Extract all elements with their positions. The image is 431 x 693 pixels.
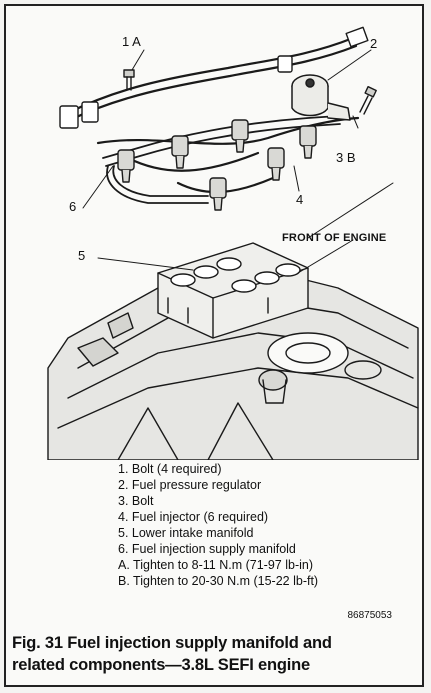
callout-6: 6 — [69, 199, 77, 214]
legend-item: B. Tighten to 20-30 N.m (15-22 lb-ft) — [118, 574, 319, 588]
engine-diagram — [47, 26, 419, 460]
legend-item: 5. Lower intake manifold — [118, 526, 254, 540]
callout-2: 2 — [370, 36, 378, 51]
callout-1a: 1 A — [122, 34, 141, 49]
bolt-3b — [359, 85, 377, 115]
legend-item: 4. Fuel injector (6 required) — [118, 510, 269, 524]
parts-legend: 1. Bolt (4 required) 2. Fuel pressure re… — [118, 461, 318, 589]
callout-4: 4 — [296, 192, 304, 207]
legend-item: 3. Bolt — [118, 494, 154, 508]
caption-line-2: related components—3.8L SEFI engine — [12, 656, 311, 674]
engine-block — [47, 267, 419, 460]
bolt-1a — [123, 69, 135, 91]
fuel-injectors — [117, 119, 317, 211]
fuel-supply-manifold — [102, 115, 341, 204]
harness-connectors — [59, 26, 369, 129]
front-of-engine-label: FRONT OF ENGINE — [282, 232, 387, 244]
callout-3b: 3 B — [336, 150, 356, 165]
fuel-pressure-regulator — [291, 74, 351, 121]
lower-intake-manifold — [157, 242, 309, 339]
caption-line-1: Fig. 31 Fuel injection supply manifold a… — [12, 634, 332, 652]
figure-frame: 1 A 2 3 B 4 5 6 FRONT OF ENGINE 1. Bolt … — [4, 4, 424, 687]
figure-id: 86875053 — [347, 610, 393, 621]
legend-item: 6. Fuel injection supply manifold — [118, 542, 296, 556]
leader-lines — [82, 49, 394, 274]
callout-5: 5 — [78, 248, 86, 263]
legend-item: 1. Bolt (4 required) — [118, 462, 222, 476]
figure-caption: Fig. 31 Fuel injection supply manifold a… — [12, 632, 422, 676]
legend-item: A. Tighten to 8-11 N.m (71-97 lb-in) — [118, 558, 313, 572]
legend-item: 2. Fuel pressure regulator — [118, 478, 262, 492]
